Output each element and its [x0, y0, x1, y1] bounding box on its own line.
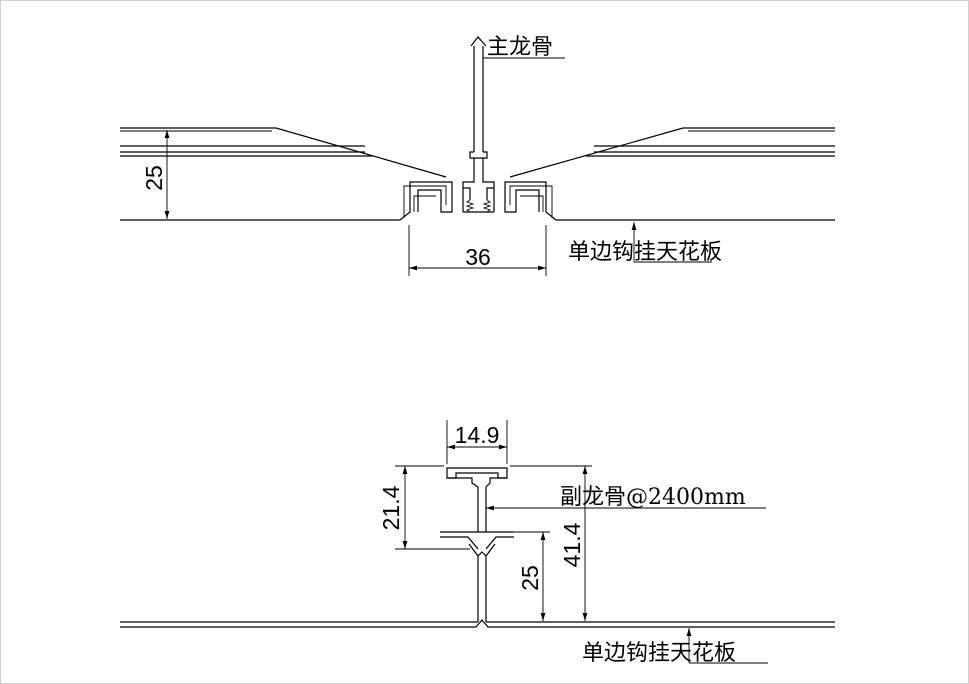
bottom-panel-callout: 单边钩挂天花板: [582, 628, 768, 666]
main-keel-callout: 主龙骨: [483, 35, 565, 60]
dim-right-height: 41.4: [510, 465, 592, 621]
dim-keel-width: 36: [408, 225, 547, 276]
dim-left-height: 21.4: [378, 465, 470, 550]
dim-top-width: 14.9: [446, 420, 508, 464]
sub-keel-label: 副龙骨@2400mm: [560, 485, 746, 510]
bottom-section: 14.9 21.4 25 41.4 副龙骨@2400mm: [120, 420, 835, 666]
dim-panel-height-text: 25: [517, 565, 543, 591]
dim-left-height-text: 21.4: [378, 485, 404, 530]
dim-thickness-text: 25: [141, 165, 167, 191]
bottom-panel-label: 单边钩挂天花板: [582, 641, 736, 666]
right-ceiling-panel: [504, 127, 835, 221]
sub-keel-callout: 副龙骨@2400mm: [486, 485, 766, 511]
bottom-ceiling-panel: [120, 619, 835, 628]
top-panel-callout: 单边钩挂天花板: [568, 222, 722, 265]
dim-panel-thickness: 25: [141, 130, 170, 219]
main-keel-label: 主龙骨: [487, 35, 553, 60]
sub-keel: [440, 467, 514, 622]
dim-panel-height: 25: [497, 531, 550, 621]
dim-top-width-text: 14.9: [455, 422, 500, 448]
top-panel-label: 单边钩挂天花板: [568, 240, 722, 265]
dim-width-text: 36: [465, 244, 491, 270]
main-keel: [462, 36, 495, 213]
dim-right-height-text: 41.4: [559, 522, 585, 567]
left-ceiling-panel: [120, 127, 453, 221]
top-section: 25 36 主龙骨 单边钩挂天花板: [120, 35, 835, 276]
